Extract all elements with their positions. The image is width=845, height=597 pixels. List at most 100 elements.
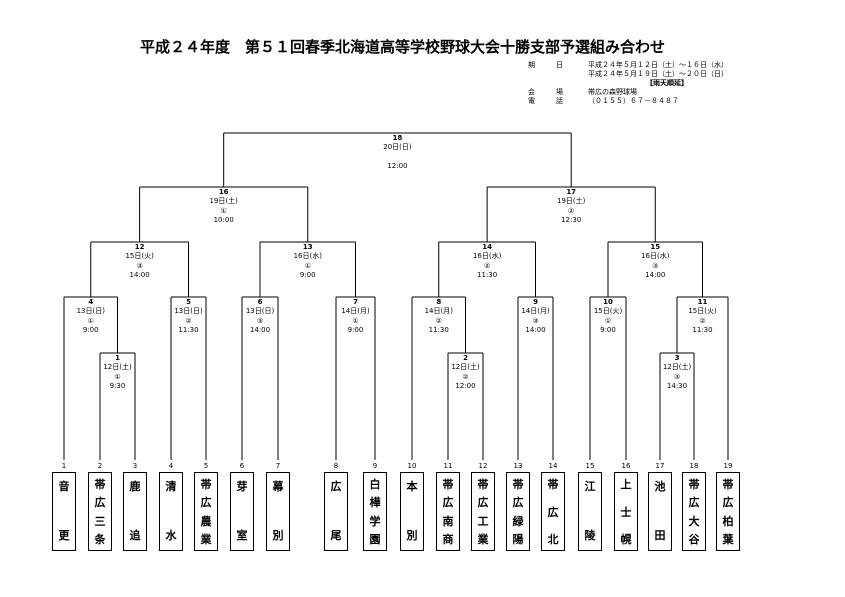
match-number: 9 [533, 298, 538, 306]
team-number: 13 [513, 462, 523, 470]
match-date: 19日(土) [209, 197, 238, 206]
team-number: 3 [132, 462, 138, 470]
team-name: 広尾 [325, 481, 347, 542]
match-number: 4 [88, 298, 94, 306]
match-time: 14:30 [666, 381, 688, 390]
team-name-char: 北 [547, 533, 559, 546]
team-name-char: 工 [477, 514, 489, 528]
match-time: 11:30 [692, 325, 713, 334]
team-name-char: 帯 [547, 478, 559, 491]
team-name-char: 緑 [512, 514, 524, 528]
match-slot: ① [114, 372, 121, 381]
match-time: 14:00 [645, 270, 666, 279]
team-number: 10 [407, 462, 417, 470]
team-name-char: 帯 [722, 478, 734, 491]
match-number: 2 [463, 354, 468, 362]
info-block: 期 日 平成２４年５月１２日（土）～１６日（水） 平成２４年５月１９日（土）～２… [528, 61, 738, 106]
team-name-char: 清 [165, 480, 177, 493]
match-number: 14 [482, 243, 492, 251]
match-date: 12日(土) [103, 363, 132, 372]
team-name-char: 広 [200, 496, 212, 510]
match-time: 12:30 [561, 215, 582, 224]
team-number: 16 [621, 462, 631, 470]
match-date: 19日(土) [557, 197, 586, 206]
team-name-char: 帯 [477, 478, 489, 491]
team-name-char: 柏 [722, 514, 734, 528]
team-name: 池田 [649, 481, 671, 542]
team-name-char: 帯 [442, 478, 454, 491]
team-number: 1 [61, 462, 67, 470]
team-box: 音更 [52, 472, 76, 551]
team-name-char: 大 [688, 514, 700, 528]
team-box: 帯広工業 [471, 472, 495, 551]
team-name-char: 更 [58, 529, 70, 542]
team-name: 幕別 [267, 481, 289, 542]
match-number: 1 [115, 354, 120, 362]
match-slot: ② [568, 206, 575, 215]
match-slot: ② [185, 316, 192, 325]
team-number: 15 [585, 462, 595, 470]
team-name-char: 池 [654, 480, 666, 493]
team-name: 帯広北 [542, 479, 564, 546]
match-time: 11:30 [477, 270, 498, 279]
team-name: 音更 [53, 481, 75, 542]
team-name-char: 広 [94, 496, 106, 510]
team-box: 帯広緑陽 [506, 472, 530, 551]
match-date: 14日(月) [424, 307, 453, 316]
team-name-char: 水 [165, 529, 177, 542]
match-number: 11 [697, 298, 708, 306]
match-date: 13日(日) [174, 307, 203, 316]
team-name-char: 商 [442, 532, 454, 546]
team-name-char: 室 [236, 529, 248, 542]
team-name: 帯広南商 [437, 479, 459, 546]
team-box: 白樺学園 [363, 472, 387, 551]
period-label: 期 日 [528, 61, 563, 69]
match-time: 12:00 [455, 381, 476, 390]
team-box: 上士幌 [614, 472, 638, 551]
team-name-char: 広 [512, 496, 524, 510]
match-number: 16 [218, 188, 229, 196]
team-name-char: 陽 [512, 532, 524, 546]
team-number: 5 [203, 462, 209, 470]
team-name-char: 本 [406, 480, 418, 493]
team-name-char: 別 [406, 529, 418, 542]
team-name: 芽室 [231, 481, 253, 542]
match-slot: ③ [532, 316, 539, 325]
team-name-char: 帯 [688, 478, 700, 491]
team-name: 帯広大谷 [683, 479, 705, 546]
match-date: 12日(土) [451, 363, 480, 372]
match-date: 16日(水) [293, 252, 322, 261]
match-slot: ② [699, 316, 706, 325]
match-time: 10:00 [213, 215, 234, 224]
team-name-char: 樺 [369, 496, 381, 510]
team-name-char: 帯 [200, 478, 212, 491]
match-slot: ① [352, 316, 359, 325]
match-number: 6 [257, 298, 263, 306]
team-name-char: 広 [722, 496, 734, 510]
team-name: 帯広緑陽 [507, 479, 529, 546]
team-number: 12 [478, 462, 488, 470]
match-number: 13 [302, 243, 313, 251]
match-date: 15日(火) [125, 252, 154, 261]
team-box: 帯広南商 [436, 472, 460, 551]
team-name-char: 農 [200, 514, 212, 528]
team-name-char: 広 [330, 480, 342, 493]
team-name-char: 帯 [94, 478, 106, 491]
match-number: 8 [436, 298, 442, 306]
team-name-char: 幕 [272, 480, 284, 493]
team-number: 2 [97, 462, 103, 470]
team-name-char: 葉 [722, 532, 734, 546]
team-name-char: 学 [369, 514, 381, 528]
match-date: 14日(月) [341, 307, 370, 316]
team-number: 17 [655, 462, 665, 470]
team-name: 鹿追 [124, 481, 146, 542]
